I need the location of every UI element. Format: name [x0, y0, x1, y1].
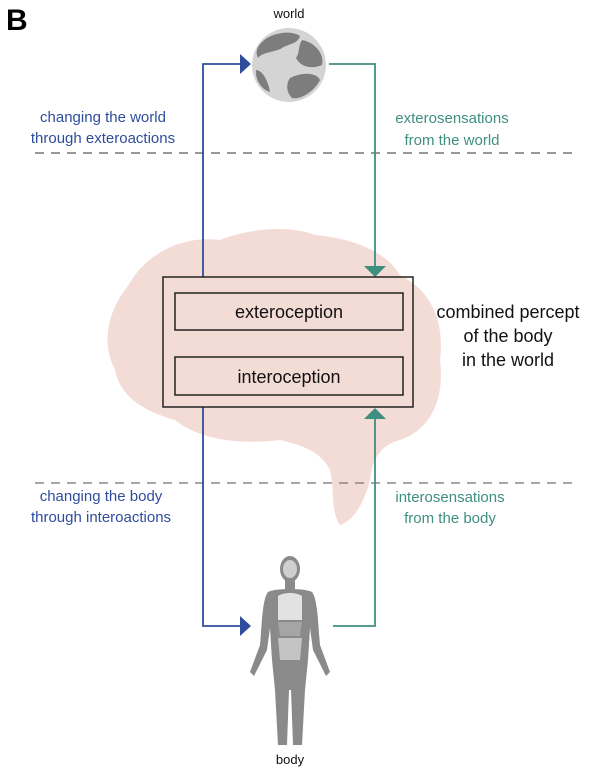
interosensation-arrow-line — [333, 418, 376, 627]
exterosensations-label: exterosensations — [395, 110, 508, 127]
combined-percept-line: combined percept — [436, 302, 579, 322]
interoactions-label: through interoactions — [31, 509, 171, 526]
combined-percept-line: of the body — [463, 326, 552, 346]
interoaction-arrow-line — [202, 407, 240, 627]
interosensations-label: interosensations — [395, 489, 504, 506]
world-label: world — [272, 6, 304, 21]
interoception-box — [174, 356, 404, 396]
combined-percept-box — [162, 276, 414, 408]
body-label: body — [276, 752, 305, 767]
human-body-icon — [250, 556, 330, 745]
exterosensations-label: from the world — [404, 132, 499, 149]
brain-silhouette — [107, 228, 441, 525]
combined-percept-label: combined percept of the body in the worl… — [436, 302, 579, 370]
exteroaction-arrowhead — [240, 54, 251, 74]
exterosensation-arrow-line — [329, 63, 376, 267]
exteroception-box — [174, 292, 404, 331]
interosensation-arrowhead — [364, 408, 386, 419]
globe-icon — [252, 28, 326, 102]
interosensations-label: from the body — [404, 510, 496, 527]
panel-label: B — [6, 4, 28, 37]
exteroaction-arrow-line — [202, 63, 240, 277]
interoactions-label: changing the body — [40, 488, 163, 505]
interoaction-arrowhead — [240, 616, 251, 636]
exteroception-label: exteroception — [235, 302, 343, 322]
exterosensation-arrowhead — [364, 266, 386, 277]
exteroactions-label: changing the world — [40, 109, 166, 126]
exteroactions-label: through exteroactions — [31, 130, 175, 147]
interoception-label: interoception — [237, 367, 340, 387]
combined-percept-line: in the world — [462, 350, 554, 370]
